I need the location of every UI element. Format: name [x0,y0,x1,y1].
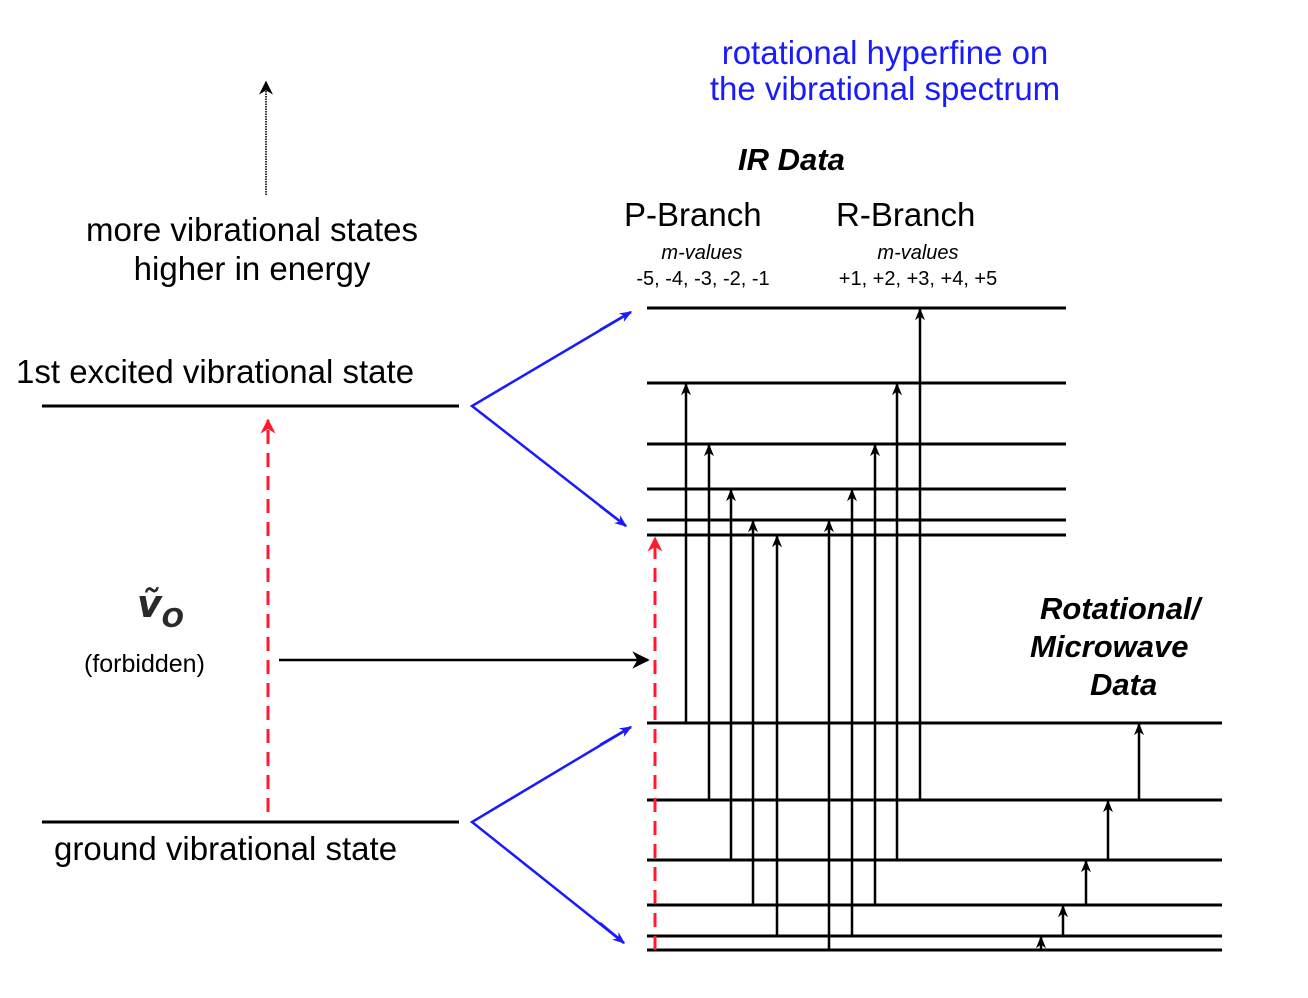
more-states-line-1: more vibrational states [86,211,418,248]
ir-data-title: IR Data [738,142,845,177]
excited-state-label: 1st excited vibrational state [16,353,415,390]
nu-symbol: ṽ [137,582,162,626]
fan-excited-top-arrow [599,310,633,332]
r-m-values: +1, +2, +3, +4, +5 [838,268,998,290]
more-states-label: more vibrational states higher in energy [30,210,474,288]
fan-excited [469,310,632,527]
fan-arrows [469,310,633,944]
fan-ground [469,725,632,944]
fan-ground-bottom-arrow [599,922,625,944]
fan-ground-top-arrow [599,725,633,747]
nu-o-symbol: ṽO [137,582,184,634]
title-line-2: the vibrational spectrum [709,70,1061,107]
ground-state-label: ground vibrational state [54,830,398,867]
p-m-values: -5, -4, -3, -2, -1 [636,268,770,290]
diagram-title: rotational hyperfine on the vibrational … [640,35,1130,107]
microwave-title-line-1: Rotational/ [1040,591,1201,626]
p-m-values-label: m-values [661,242,743,264]
microwave-data-title: Rotational/ Microwave Data [1030,590,1245,704]
r-m-values-label: m-values [877,242,959,264]
r-branch-label: R-Branch [836,196,976,233]
p-branch-label: P-Branch [624,196,762,233]
microwave-title-line-2: Microwave [1030,629,1189,664]
microwave-title-line-3: Data [1090,667,1158,702]
title-line-1: rotational hyperfine on [721,34,1049,71]
more-states-line-2: higher in energy [133,250,371,287]
nu-subscript: O [161,604,184,634]
fan-excited-bottom-arrow [599,505,627,527]
forbidden-label: (forbidden) [84,650,205,678]
